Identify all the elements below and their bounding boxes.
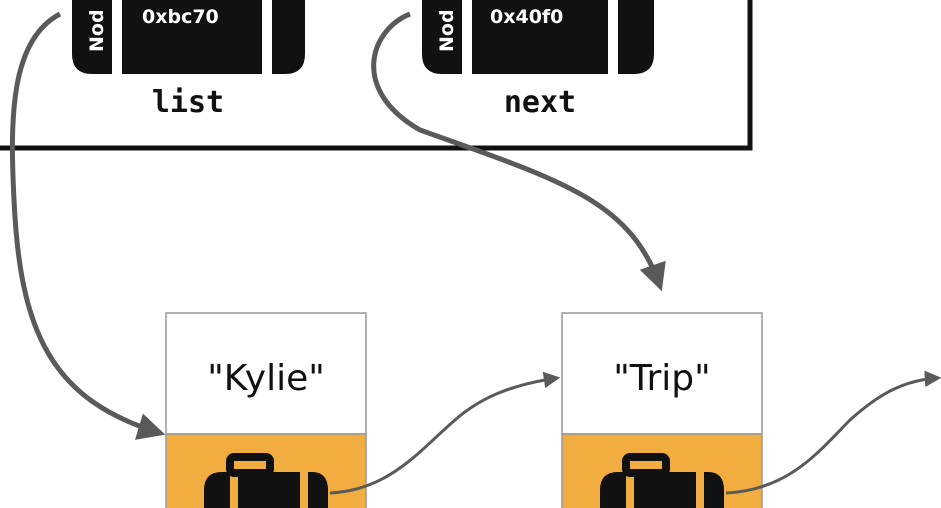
suitcase-icon bbox=[204, 453, 328, 508]
variable-name: list bbox=[152, 85, 224, 120]
variable-next: Nod 0x40f0 next bbox=[422, 0, 654, 120]
variable-address: 0x40f0 bbox=[490, 6, 563, 28]
suitcase-icon bbox=[72, 0, 305, 74]
pointer-arrow-list-to-kylie bbox=[9, 11, 166, 440]
variable-list: Nod 0xbc70 list bbox=[72, 0, 305, 120]
node-value-cell bbox=[165, 312, 367, 435]
variable-type-tag: Nod bbox=[436, 9, 458, 52]
pointer-arrow-next-to-trip bbox=[371, 11, 666, 292]
pointer-arrow-kylie-to-trip bbox=[329, 371, 561, 495]
pointer-arrow-trip-to-next bbox=[725, 370, 941, 495]
variable-address: 0xbc70 bbox=[142, 6, 219, 28]
suitcase-icon bbox=[600, 453, 724, 508]
variable-name: next bbox=[504, 85, 576, 120]
list-node: "Trip" bbox=[561, 312, 763, 508]
variable-type-tag: Nod bbox=[86, 9, 108, 52]
suitcase-icon bbox=[422, 0, 654, 74]
stack-frame bbox=[0, 0, 753, 151]
node-value-cell bbox=[561, 312, 763, 435]
list-node: "Kylie" bbox=[165, 312, 367, 508]
node-value: "Kylie" bbox=[207, 358, 325, 399]
node-value: "Trip" bbox=[613, 358, 710, 399]
